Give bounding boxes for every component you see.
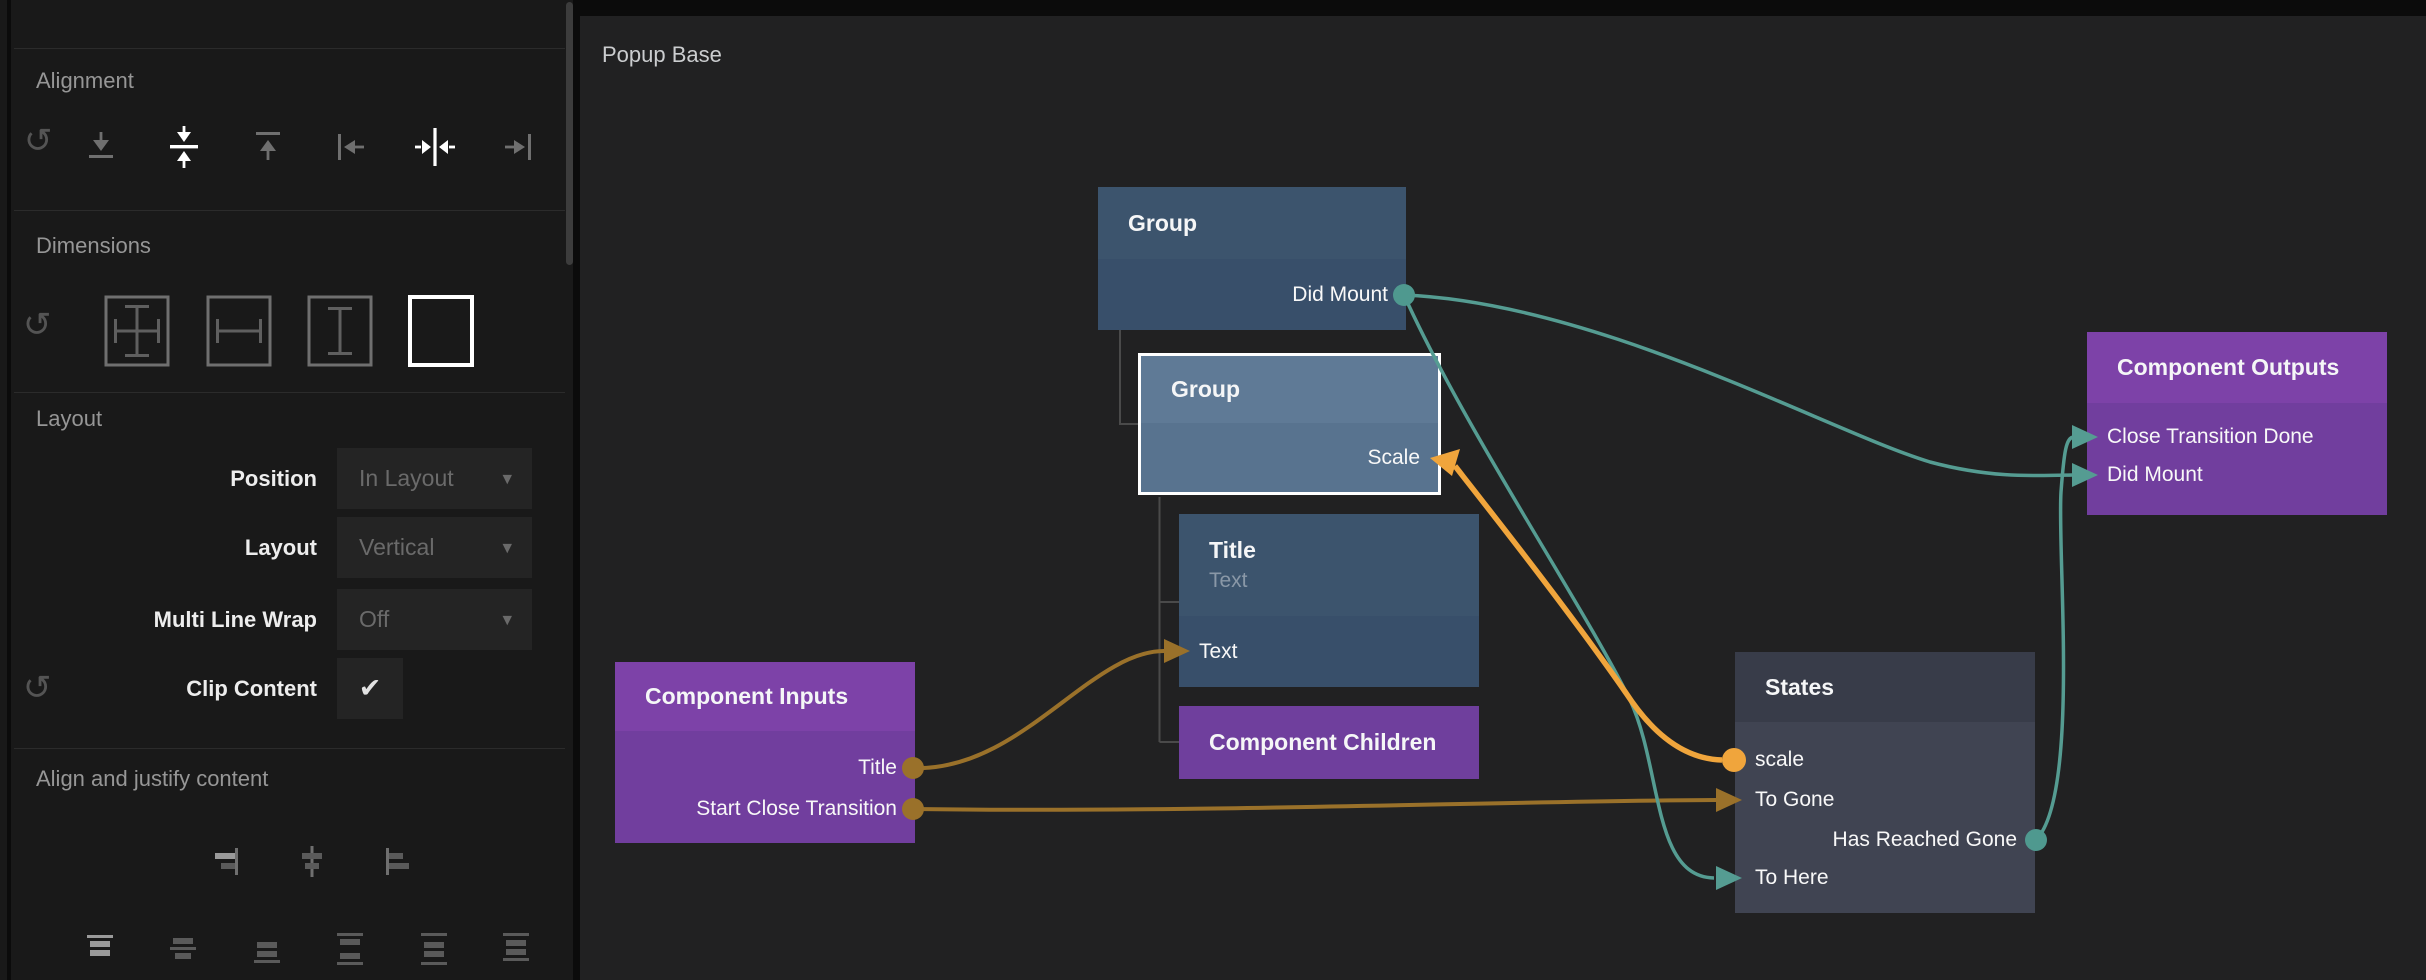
align-bottom-button[interactable] <box>79 124 123 177</box>
justify-space-around-icon <box>421 933 447 965</box>
check-icon: ✔ <box>358 673 382 703</box>
port-scale[interactable]: Scale <box>1367 446 1420 469</box>
position-label: Position <box>230 465 317 491</box>
port-did-mount[interactable]: Did Mount <box>1292 283 1388 306</box>
align-content-center-button[interactable] <box>290 840 334 889</box>
align-top-icon <box>256 132 280 160</box>
divider <box>14 748 565 749</box>
align-bottom-icon <box>89 132 113 158</box>
justify-start-button[interactable] <box>79 928 123 977</box>
size-width-button[interactable] <box>204 293 274 374</box>
size-both-icon <box>104 295 170 367</box>
center-horizontal-icon <box>415 128 455 166</box>
component-breadcrumb: Popup Base <box>602 42 722 67</box>
node-subtitle: Text <box>1209 569 1248 592</box>
reset-dimensions-icon[interactable]: ↺ <box>23 306 52 344</box>
justify-space-between-button[interactable] <box>329 928 373 977</box>
port-start-close-transition[interactable]: Start Close Transition <box>696 797 897 820</box>
section-title-alignment: Alignment <box>36 68 134 93</box>
center-horizontal-button[interactable] <box>413 124 457 177</box>
align-content-right-icon <box>215 848 238 875</box>
panel-left-border <box>7 0 11 980</box>
layout-label: Layout <box>244 534 317 560</box>
node-title-text[interactable]: Title Text Text <box>1179 514 1479 687</box>
node-title: Component Children <box>1209 729 1437 755</box>
node-title: Group <box>1128 209 1197 236</box>
align-content-left-icon <box>386 848 409 875</box>
chevron-down-icon: ▾ <box>502 609 512 630</box>
node-component-children[interactable]: Component Children <box>1179 706 1479 779</box>
multi-line-wrap-label: Multi Line Wrap <box>153 606 317 632</box>
align-content-center-icon <box>302 846 322 877</box>
align-content-right-button[interactable] <box>206 840 250 889</box>
reset-clip-content-icon[interactable]: ↺ <box>23 669 52 707</box>
node-title: Title <box>1209 537 1256 563</box>
node-group[interactable]: Group Did Mount <box>1098 187 1406 330</box>
justify-space-evenly-icon <box>503 933 529 961</box>
justify-center-icon <box>170 938 196 959</box>
divider <box>14 210 565 211</box>
divider <box>14 392 565 393</box>
port-did-mount[interactable]: Did Mount <box>2107 463 2203 486</box>
align-right-button[interactable] <box>496 124 540 177</box>
layout-value: Vertical <box>359 534 435 560</box>
properties-panel: Alignment ↺ <box>0 0 573 980</box>
port-to-here[interactable]: To Here <box>1755 866 1829 889</box>
node-component-inputs[interactable]: Component Inputs Title Start Close Trans… <box>615 662 915 843</box>
size-width-icon <box>206 295 272 367</box>
justify-space-evenly-button[interactable] <box>495 928 539 977</box>
node-component-outputs[interactable]: Component Outputs Close Transition Done … <box>2087 332 2387 515</box>
size-height-icon <box>307 295 373 367</box>
align-left-icon <box>338 134 364 160</box>
multi-line-wrap-value: Off <box>359 606 390 632</box>
size-none-button[interactable] <box>406 293 476 374</box>
justify-center-button[interactable] <box>162 928 206 977</box>
size-both-button[interactable] <box>102 293 172 374</box>
clip-content-checkbox[interactable]: ✔ <box>337 658 403 719</box>
justify-end-icon <box>254 942 280 963</box>
align-left-button[interactable] <box>329 124 373 177</box>
port-text[interactable]: Text <box>1199 640 1238 663</box>
align-top-button[interactable] <box>246 124 290 177</box>
section-title-dimensions: Dimensions <box>36 233 151 258</box>
size-height-button[interactable] <box>305 293 375 374</box>
port-to-gone[interactable]: To Gone <box>1755 788 1835 811</box>
port-has-reached-gone[interactable]: Has Reached Gone <box>1832 828 2017 851</box>
position-dropdown[interactable]: In Layout ▾ <box>337 448 532 509</box>
node-group-selected[interactable]: Group Scale <box>1138 353 1441 495</box>
center-vertical-icon <box>170 126 198 168</box>
clip-content-label: Clip Content <box>186 675 317 701</box>
node-title: Group <box>1171 376 1240 402</box>
layout-dropdown[interactable]: Vertical ▾ <box>337 517 532 578</box>
size-none-icon <box>408 295 474 367</box>
node-title: Component Outputs <box>2117 354 2340 380</box>
justify-start-icon <box>87 935 113 956</box>
section-title-align-justify: Align and justify content <box>36 766 269 791</box>
section-title-layout: Layout <box>36 406 103 431</box>
multi-line-wrap-dropdown[interactable]: Off ▾ <box>337 589 532 650</box>
reset-alignment-icon[interactable]: ↺ <box>24 122 53 160</box>
node-title: States <box>1765 673 1835 700</box>
divider <box>14 48 565 49</box>
sidebar-scrollbar[interactable] <box>566 2 573 265</box>
port-close-transition-done[interactable]: Close Transition Done <box>2107 425 2314 448</box>
justify-end-button[interactable] <box>246 928 290 977</box>
position-value: In Layout <box>359 465 454 491</box>
node-states[interactable]: States scale To Gone Has Reached Gone To… <box>1735 652 2035 913</box>
justify-space-between-icon <box>337 933 363 965</box>
chevron-down-icon: ▾ <box>502 468 512 489</box>
align-content-left-button[interactable] <box>374 840 418 889</box>
center-vertical-button[interactable] <box>162 124 206 177</box>
port-scale[interactable]: scale <box>1755 748 1805 771</box>
port-title[interactable]: Title <box>858 756 897 779</box>
node-title: Component Inputs <box>645 683 849 709</box>
chevron-down-icon: ▾ <box>502 537 512 558</box>
justify-space-around-button[interactable] <box>413 928 457 977</box>
align-right-icon <box>505 134 531 160</box>
